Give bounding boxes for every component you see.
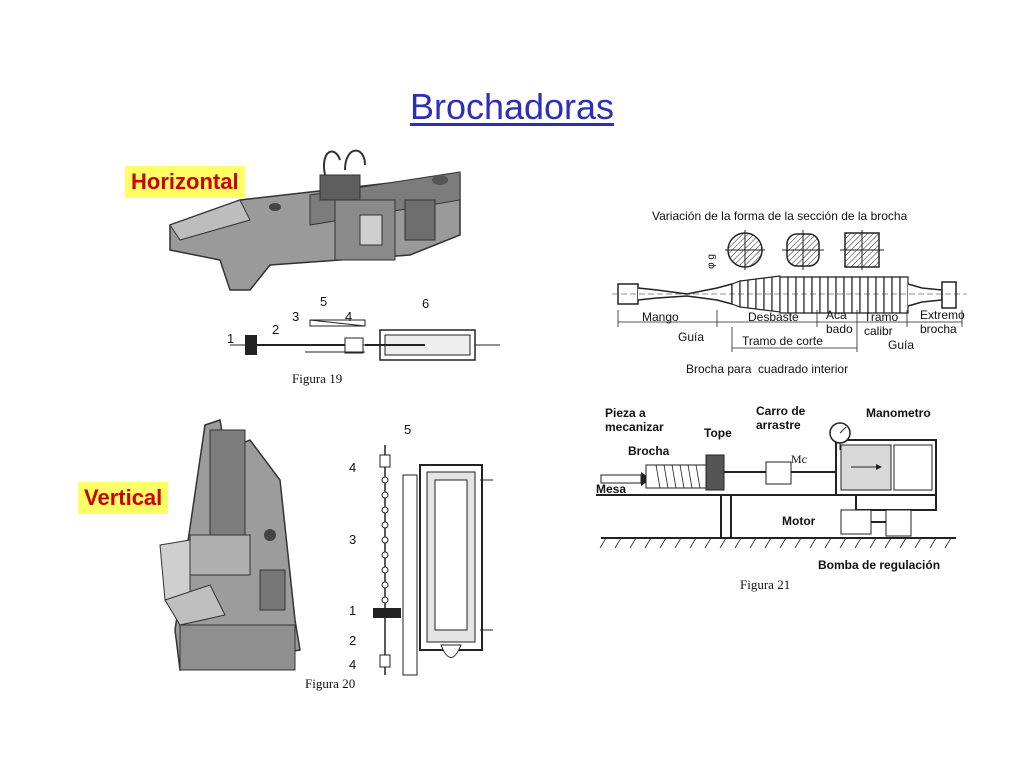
fig19-callout-4: 4 [345, 309, 353, 324]
fig19-caption: Figura 19 [292, 371, 343, 386]
fig20-callout-4-top: 4 [349, 460, 357, 475]
horizontal-machine-illustration [169, 149, 461, 291]
fig19-callout-5: 5 [320, 294, 328, 309]
fig19-callout-6: 6 [422, 296, 430, 311]
broach-tramo-corte: Tramo de corte [742, 334, 823, 348]
broach-caption: Brocha para cuadrado interior [686, 362, 849, 376]
fig21-manometro: Manometro [866, 406, 931, 420]
fig19-callout-3: 3 [292, 309, 300, 324]
fig20-caption: Figura 20 [305, 676, 356, 691]
broach-section-tramo-calibr: Tramo calibr [864, 310, 899, 338]
fig20-callout-3: 3 [349, 532, 357, 547]
broach-dimension: φ g [705, 254, 717, 269]
broach-section-desbaste: Desbaste [748, 310, 799, 324]
broach-section-acabado: Aca bado [826, 308, 853, 336]
fig21-motor: Motor [782, 514, 816, 528]
broach-guia-left: Guía [678, 330, 705, 344]
page-title: Brochadoras [409, 86, 615, 127]
fig20-callout-5: 5 [404, 422, 412, 437]
broach-guia-right: Guía [888, 338, 915, 352]
vertical-machine-illustration [159, 419, 301, 671]
broach-heading: Variación de la forma de la sección de l… [652, 209, 908, 223]
figura-20-diagram [373, 445, 493, 676]
fig20-callout-1: 1 [349, 603, 357, 618]
figura-21-diagram [596, 422, 956, 549]
fig21-brocha: Brocha [628, 444, 670, 458]
fig20-callout-2: 2 [349, 633, 357, 648]
fig21-carro: Carro de arrastre [756, 404, 806, 432]
fig21-mesa: Mesa [596, 482, 627, 496]
broach-section-mango: Mango [642, 310, 679, 324]
fig19-callout-2: 2 [272, 322, 280, 337]
fig21-tope: Tope [704, 426, 732, 440]
label-horizontal: Horizontal [125, 166, 245, 198]
fig21-mc: Mc [791, 452, 807, 466]
fig21-caption: Figura 21 [740, 577, 791, 592]
broach-section-extremo: Extremo brocha [920, 308, 965, 336]
fig21-pieza: Pieza a mecanizar [605, 406, 664, 434]
broach-sections-diagram [725, 230, 884, 270]
figura-19-diagram [230, 319, 500, 361]
fig19-callout-1: 1 [227, 331, 235, 346]
fig20-callout-4-bottom: 4 [349, 657, 357, 672]
label-vertical: Vertical [78, 482, 169, 514]
broach-diagram [612, 275, 967, 352]
fig21-bomba: Bomba de regulación [818, 558, 941, 572]
